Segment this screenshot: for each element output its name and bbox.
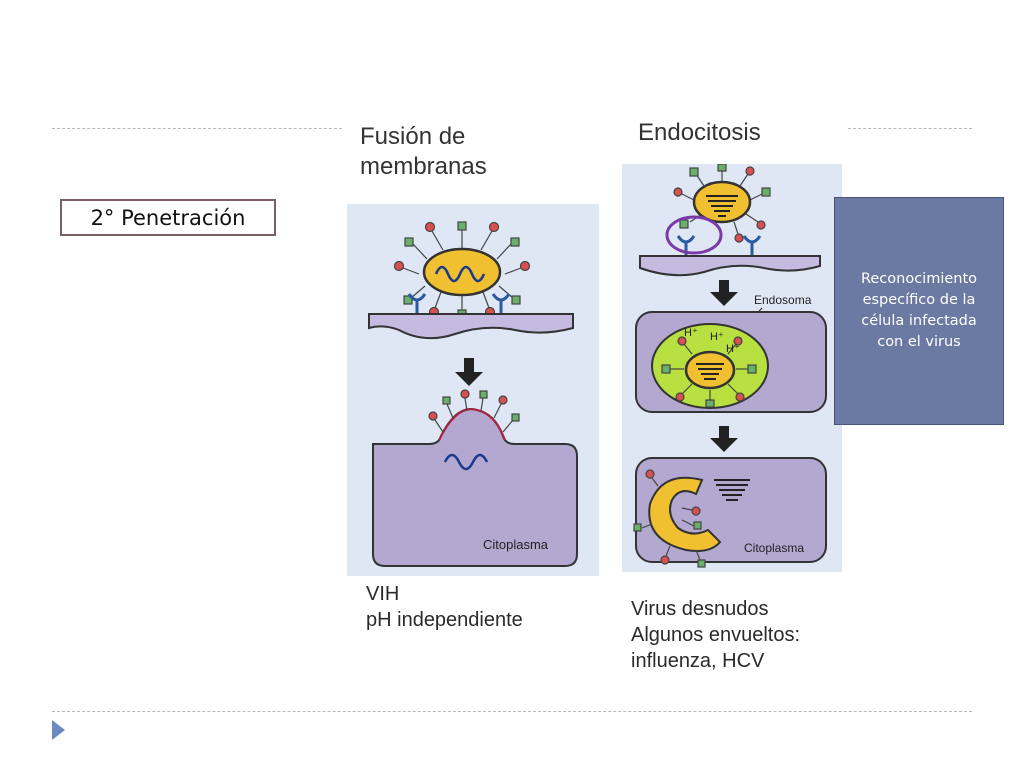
nav-arrow-icon[interactable] bbox=[52, 720, 65, 740]
endosome-virus bbox=[661, 336, 757, 408]
endocytosis-virus bbox=[673, 164, 771, 243]
endosome-label: Endosoma bbox=[754, 293, 812, 307]
down-arrow-icon bbox=[710, 280, 738, 306]
callout-line-2: específico de la bbox=[862, 292, 976, 308]
fusion-membrane-merge bbox=[438, 408, 506, 441]
fusion-caption: VIH pH independiente bbox=[366, 581, 523, 633]
top-rule-right bbox=[848, 128, 972, 129]
callout-text: Reconocimiento específico de la célula i… bbox=[861, 269, 977, 353]
callout-line-1: Reconocimiento bbox=[860, 271, 978, 287]
highlight-circle bbox=[665, 215, 723, 255]
callout-line-4: con el virus bbox=[877, 334, 961, 350]
fusion-diagram: Citoplasma bbox=[347, 204, 599, 576]
endocytosis-diagram: Endosoma H⁺ H⁺ H⁺ bbox=[622, 164, 842, 572]
proton-label-2: H⁺ bbox=[710, 331, 724, 343]
uncoated-spikes bbox=[633, 469, 706, 568]
endocytosis-membrane bbox=[639, 255, 821, 277]
callout-line-3: célula infectada bbox=[861, 313, 977, 329]
proton-label-3: H⁺ bbox=[726, 343, 740, 355]
endocytosis-heading: Endocitosis bbox=[638, 118, 761, 148]
uncoated-envelope bbox=[648, 476, 722, 552]
slide-title-box: 2° Penetración bbox=[60, 199, 276, 236]
endocytosis-heading-text: Endocitosis bbox=[638, 119, 761, 146]
endocytosis-caption-line-2: Algunos envueltos: bbox=[631, 624, 801, 646]
fusion-caption-line-2: pH independiente bbox=[366, 609, 523, 631]
fusion-virus-genome bbox=[434, 265, 486, 283]
endocytosis-caption: Virus desnudos Algunos envueltos: influe… bbox=[631, 596, 800, 674]
fusion-receptors bbox=[407, 293, 511, 314]
slide-title: 2° Penetración bbox=[90, 205, 246, 230]
fusion-heading-line-1: Fusión de bbox=[360, 123, 466, 150]
proton-label-1: H⁺ bbox=[684, 327, 698, 339]
fusion-membrane bbox=[368, 313, 574, 340]
fusion-cytoplasm-label: Citoplasma bbox=[483, 537, 549, 552]
fusion-cell-spikes bbox=[428, 389, 520, 433]
down-arrow-icon bbox=[455, 358, 483, 386]
released-capsid bbox=[714, 479, 750, 501]
endocytosis-caption-line-3: influenza, HCV bbox=[631, 650, 765, 672]
endocytosis-caption-line-1: Virus desnudos bbox=[631, 598, 769, 620]
recognition-callout: Reconocimiento específico de la célula i… bbox=[834, 197, 1004, 425]
bottom-rule bbox=[52, 711, 972, 712]
endocytosis-cytoplasm-label: Citoplasma bbox=[744, 541, 804, 555]
fusion-heading-line-2: membranas bbox=[360, 153, 487, 180]
fusion-heading: Fusión de membranas bbox=[360, 122, 487, 182]
top-rule-left bbox=[52, 128, 342, 129]
fusion-released-genome bbox=[443, 453, 489, 471]
fusion-caption-line-1: VIH bbox=[366, 583, 400, 605]
down-arrow-icon bbox=[710, 426, 738, 452]
